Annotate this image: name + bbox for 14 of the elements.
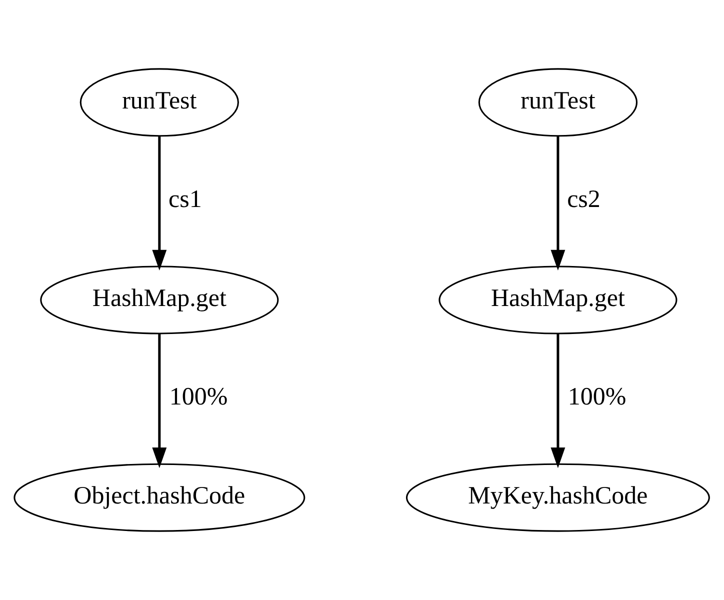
edge-label: cs1: [168, 186, 202, 214]
edge-label: cs2: [567, 186, 600, 214]
arrow: [550, 136, 566, 271]
node-ellipse: HashMap.get: [438, 266, 678, 334]
edge-label: 100%: [169, 384, 228, 411]
node-ellipse: MyKey.hashCode: [406, 463, 710, 532]
node-ellipse: runTest: [478, 68, 638, 137]
edge-label: 100%: [568, 384, 626, 411]
node-ellipse: runTest: [80, 68, 239, 137]
node-ellipse: HashMap.get: [40, 266, 279, 334]
arrow: [152, 136, 167, 271]
arrow: [550, 333, 566, 468]
arrow: [152, 333, 167, 468]
node-ellipse: Object.hashCode: [14, 463, 306, 532]
